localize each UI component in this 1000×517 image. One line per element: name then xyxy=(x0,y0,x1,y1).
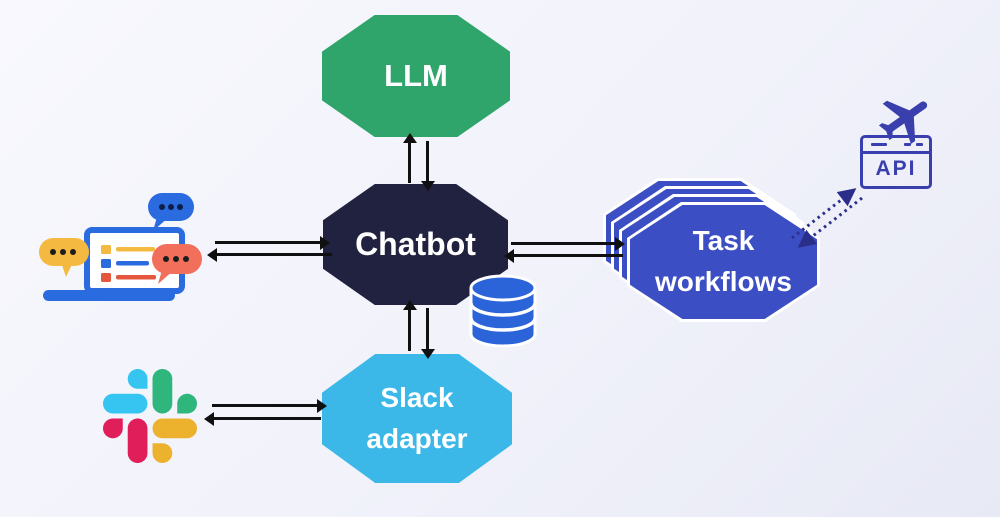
node-task-workflows-label-line1: Task xyxy=(692,225,755,257)
chat-bubble-blue xyxy=(148,193,194,231)
chat-bubble-red xyxy=(152,244,202,284)
airplane-icon xyxy=(878,100,928,144)
arrow-chatbot-to-task-workflows xyxy=(511,236,625,251)
dotted-arrow-to-task xyxy=(797,196,863,248)
node-llm-label: LLM xyxy=(384,58,448,93)
arrow-llm-to-chatbot xyxy=(420,141,435,191)
laptop-base xyxy=(43,290,175,301)
arrow-chatbot-to-llm xyxy=(402,133,417,183)
node-chatbot-label: Chatbot xyxy=(355,226,476,262)
node-slack-adapter-label-line2: adapter xyxy=(366,422,468,454)
node-llm: LLM xyxy=(322,15,510,137)
arrow-chatbot-to-slack-adapter xyxy=(420,308,435,359)
api-browser-topbar xyxy=(863,138,929,151)
database-icon xyxy=(469,274,537,348)
arrow-slack-logo-to-adapter xyxy=(212,398,327,413)
slack-logo-icon xyxy=(103,369,197,463)
arrow-slack-adapter-to-chatbot xyxy=(402,300,417,351)
laptop-chat-icon xyxy=(39,193,202,301)
api-label: API xyxy=(875,157,917,180)
arrow-adapter-to-slack-logo xyxy=(204,411,321,426)
arrow-task-workflows-to-chatbot xyxy=(504,248,623,263)
node-slack-adapter: Slack adapter xyxy=(322,354,512,483)
task-stack-front: Task workflows xyxy=(627,202,820,322)
api-browser-icon: API xyxy=(860,135,932,189)
node-task-workflows-label-line2: workflows xyxy=(655,266,792,297)
chat-bubble-yellow xyxy=(39,238,89,277)
dotted-arrows-task-api xyxy=(791,188,863,248)
dotted-arrow-to-api xyxy=(791,188,857,240)
node-chatbot: Chatbot xyxy=(323,184,508,305)
arrow-laptop-to-chatbot xyxy=(215,235,330,250)
node-slack-adapter-label-line1: Slack xyxy=(380,381,454,413)
arrow-chatbot-to-laptop xyxy=(207,247,332,262)
